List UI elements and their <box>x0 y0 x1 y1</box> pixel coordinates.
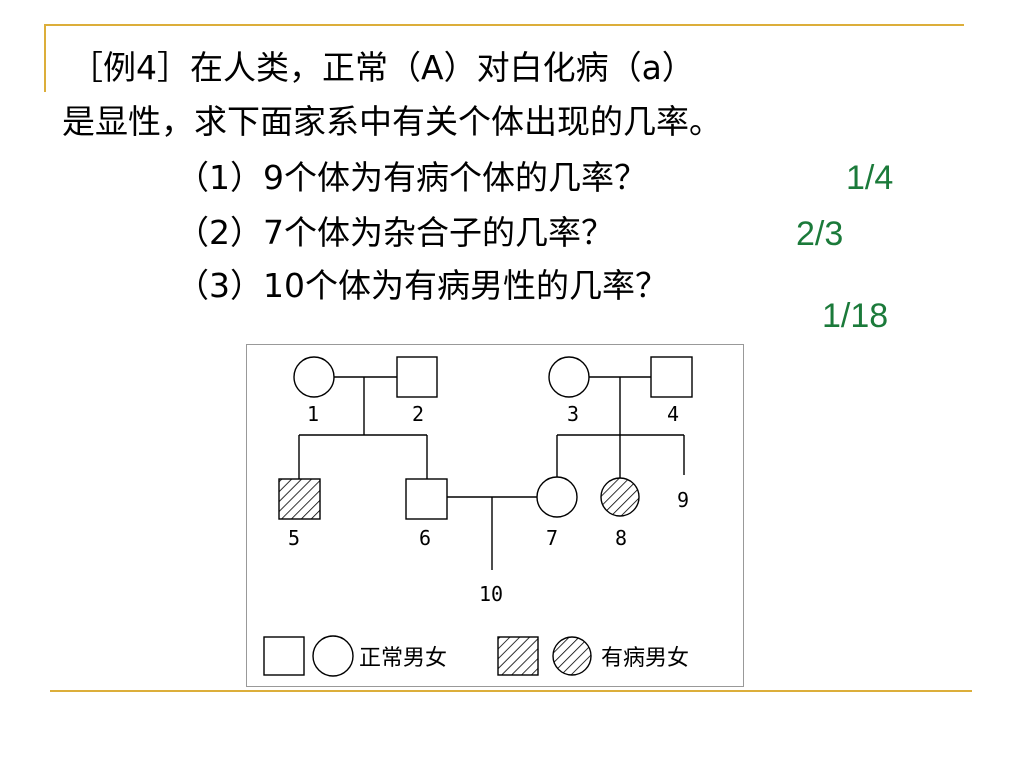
bottom-decor-line <box>50 690 972 692</box>
label-5: 5 <box>288 526 300 550</box>
label-8: 8 <box>615 526 627 550</box>
legend-normal-female-icon <box>312 635 354 677</box>
label-6: 6 <box>419 526 431 550</box>
legend-affected-male-icon <box>497 636 539 676</box>
pedigree-lines <box>298 376 685 570</box>
label-1: 1 <box>307 402 319 426</box>
legend-affected-female-icon <box>552 636 592 676</box>
pedigree-legend: 正常男女 有病男女 <box>263 635 689 677</box>
individual-7-female <box>536 476 578 518</box>
individual-1-female <box>293 356 335 398</box>
individual-3-female <box>548 356 590 398</box>
legend-normal-male-icon <box>263 636 305 676</box>
label-9: 9 <box>677 488 689 512</box>
problem-statement-line: 是显性，求下面家系中有关个体出现的几率。 <box>62 102 722 141</box>
label-2: 2 <box>412 402 424 426</box>
answer-1: 1/4 <box>846 159 894 197</box>
label-10: 10 <box>479 582 503 606</box>
answer-3: 1/18 <box>822 297 889 335</box>
pedigree-diagram: 1 2 3 4 5 6 7 8 9 10 正常男女 有病男女 <box>246 344 744 687</box>
pedigree-chart: 1 2 3 4 5 6 7 8 9 10 正常男女 有病男女 <box>263 356 693 677</box>
question-3: （3）10个体为有病男性的几率？ <box>176 266 668 305</box>
question-2: （2）7个体为杂合子的几率？ <box>176 213 614 252</box>
label-3: 3 <box>567 402 579 426</box>
legend-affected-label: 有病男女 <box>601 646 689 671</box>
answer-2: 2/3 <box>796 215 844 253</box>
label-7: 7 <box>546 526 558 550</box>
top-decor-line <box>44 24 964 26</box>
problem-title-line: ［例4］在人类，正常（A）对白化病（a） <box>70 48 695 87</box>
individual-4-male <box>650 356 693 398</box>
individual-2-male <box>396 356 438 398</box>
individual-6-male <box>405 478 448 520</box>
question-1: （1）9个体为有病个体的几率？ <box>176 158 647 197</box>
individual-5-affected-male <box>278 478 321 520</box>
label-4: 4 <box>667 402 679 426</box>
individual-8-affected-female <box>600 477 640 517</box>
left-decor-line <box>44 24 46 92</box>
legend-normal-label: 正常男女 <box>359 646 447 671</box>
